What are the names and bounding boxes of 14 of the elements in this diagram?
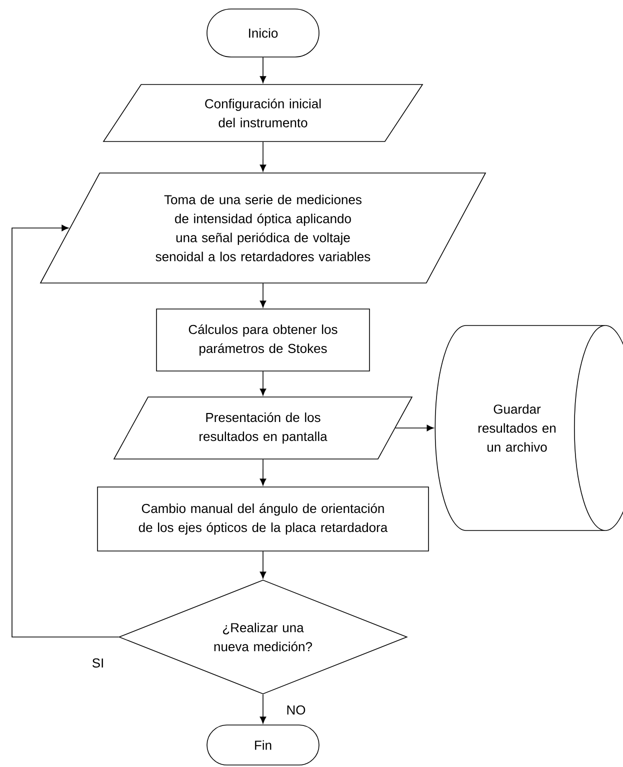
process-box: Cambio manual del ángulo de orientación de los ejes ópticos de la placa retardadora bbox=[97, 486, 429, 552]
arrow bbox=[260, 283, 266, 308]
edge-label: NO bbox=[285, 704, 307, 716]
arrow bbox=[260, 694, 266, 724]
arrow bbox=[12, 224, 119, 638]
edge-label: SI bbox=[90, 657, 106, 669]
arrow bbox=[260, 142, 266, 172]
arrow bbox=[260, 459, 266, 486]
arrow bbox=[395, 424, 434, 432]
process-box: Cálculos para obtener los parámetros de Stokes bbox=[156, 308, 370, 372]
arrow bbox=[260, 551, 266, 579]
arrow bbox=[260, 371, 266, 396]
arrow bbox=[260, 57, 266, 84]
storage-cylinder: Guardar resultados en un archivo bbox=[434, 325, 623, 531]
